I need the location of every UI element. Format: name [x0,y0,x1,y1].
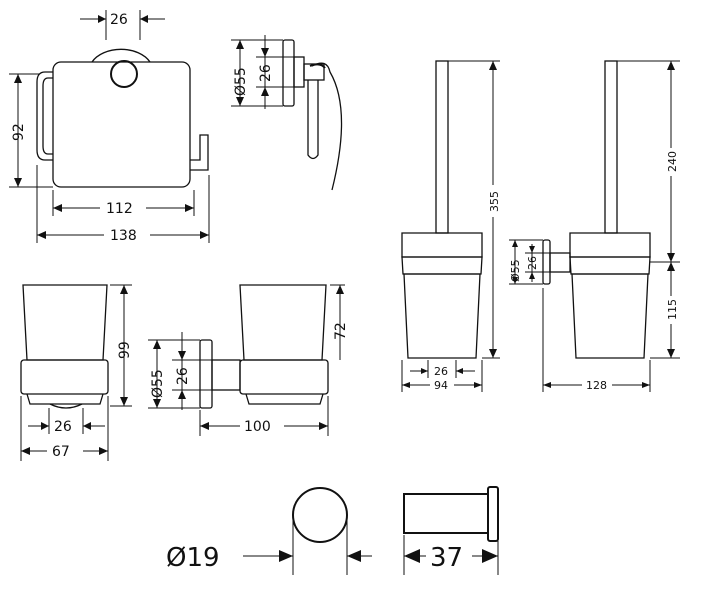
tumbler-front-view [20,284,109,409]
tumbler-projection-label: 100 [244,419,271,435]
tumbler-diameter-label: Ø55 [150,369,166,398]
brush-holder-height-label: 115 [666,299,679,320]
roll-holder-dimensions: 26 92 112 138 [9,10,210,244]
tumbler-side-view [199,284,329,409]
tumbler-height-label: 99 [117,341,133,359]
brush-total-width-label: 94 [434,379,448,392]
hook-side-view [403,486,499,542]
tumbler-front-dimensions: 99 26 67 [20,284,133,461]
hook-dimensions: Ø19 37 [166,515,499,575]
brush-depth-label: 26 [526,256,539,270]
brush-height-label: 240 [666,151,679,172]
toilet-brush-front-view [401,60,483,359]
tumbler-inner-width-label: 26 [54,419,72,435]
tumbler-glass-height-label: 72 [333,322,349,340]
brush-diameter-label: Ø55 [509,259,522,282]
roll-holder-total-width-label: 138 [110,228,137,244]
roll-holder-depth-label: 26 [258,64,274,82]
roll-holder-side-dimensions: Ø55 26 [231,35,294,109]
toilet-brush-side-dimensions: Ø55 26 240 115 128 [509,60,680,392]
tumbler-depth-label: 26 [175,367,191,385]
hook-front-view [292,487,348,543]
hook-projection-label: 37 [430,543,463,573]
brush-total-height-label: 355 [488,191,501,212]
roll-holder-front-view [36,48,209,188]
roll-holder-diameter-label: Ø55 [233,67,249,96]
roll-holder-side-view [282,39,343,191]
toilet-brush-side-view [542,60,651,359]
roll-holder-inner-width-label: 112 [106,201,133,217]
roll-holder-top-width-label: 26 [110,12,128,28]
roll-holder-height-label: 92 [11,123,27,141]
toilet-brush-front-dimensions: 355 26 94 [401,60,501,392]
tumbler-total-width-label: 67 [52,444,70,460]
brush-inner-width-label: 26 [434,365,448,378]
brush-projection-label: 128 [586,379,607,392]
tumbler-side-dimensions: 72 Ø55 26 100 [148,284,349,436]
hook-diameter-label: Ø19 [166,543,220,573]
